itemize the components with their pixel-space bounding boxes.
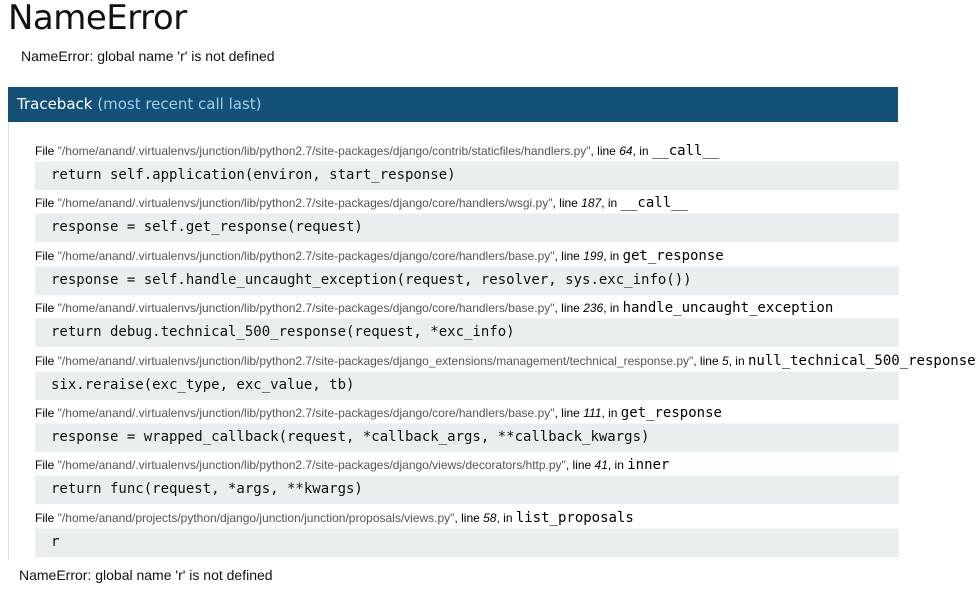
frame-function-name: __call__ <box>620 195 688 211</box>
file-prefix: File <box>35 249 58 263</box>
frame-file-path: "/home/anand/projects/python/django/junc… <box>57 511 455 525</box>
traceback-heading-sub: (most recent call last) <box>97 95 262 113</box>
frame-code-line[interactable]: return func(request, *args, **kwargs) <box>35 475 899 504</box>
in-prefix: , in <box>601 406 621 420</box>
frame-file-path: "/home/anand/.virtualenvs/junction/lib/p… <box>57 196 553 210</box>
frame-line-number: 199 <box>583 249 604 263</box>
frame-location: File "/home/anand/.virtualenvs/junction/… <box>35 195 899 212</box>
frame-code-line[interactable]: response = self.get_response(request) <box>35 213 899 242</box>
frame-code-line[interactable]: r <box>35 528 899 557</box>
in-prefix: , in <box>632 144 652 158</box>
in-prefix: , in <box>603 301 623 315</box>
in-prefix: , in <box>607 458 628 472</box>
frame-line-number: 64 <box>619 144 633 158</box>
error-summary: NameError: global name 'r' is not define… <box>21 48 275 64</box>
in-prefix: , in <box>603 249 623 263</box>
traceback-frame[interactable]: File "/home/anand/.virtualenvs/junction/… <box>35 195 899 242</box>
frame-code-line[interactable]: response = self.handle_uncaught_exceptio… <box>35 266 899 295</box>
error-footer: NameError: global name 'r' is not define… <box>19 567 273 583</box>
frame-line-number: 58 <box>483 511 497 525</box>
frame-code-line[interactable]: return debug.technical_500_response(requ… <box>35 318 899 347</box>
frame-function-name: list_proposals <box>515 510 634 526</box>
frame-file-path: "/home/anand/.virtualenvs/junction/lib/p… <box>57 458 566 472</box>
frame-function-name: inner <box>627 457 670 473</box>
traceback-header[interactable]: Traceback (most recent call last) <box>8 87 898 122</box>
frame-file-path: "/home/anand/.virtualenvs/junction/lib/p… <box>57 301 555 315</box>
frame-file-path: "/home/anand/.virtualenvs/junction/lib/p… <box>57 354 694 368</box>
file-prefix: File <box>35 144 58 158</box>
frame-file-path: "/home/anand/.virtualenvs/junction/lib/p… <box>57 406 555 420</box>
in-prefix: , in <box>601 196 621 210</box>
line-prefix: , line <box>590 144 620 158</box>
traceback-frame[interactable]: File "/home/anand/.virtualenvs/junction/… <box>35 405 899 452</box>
frame-code-line[interactable]: return self.application(environ, start_r… <box>35 161 899 190</box>
line-prefix: , line <box>554 249 584 263</box>
line-prefix: , line <box>454 511 484 525</box>
frame-code-line[interactable]: response = wrapped_callback(request, *ca… <box>35 423 899 452</box>
frame-file-path: "/home/anand/.virtualenvs/junction/lib/p… <box>57 249 555 263</box>
frame-location: File "/home/anand/projects/python/django… <box>35 510 899 527</box>
traceback-frame[interactable]: File "/home/anand/.virtualenvs/junction/… <box>35 353 976 400</box>
frame-location: File "/home/anand/.virtualenvs/junction/… <box>35 353 976 370</box>
frame-line-number: 111 <box>583 406 602 420</box>
traceback-frames: File "/home/anand/.virtualenvs/junction/… <box>8 122 976 560</box>
file-prefix: File <box>35 301 58 315</box>
traceback-frame[interactable]: File "/home/anand/.virtualenvs/junction/… <box>35 248 899 295</box>
line-prefix: , line <box>565 458 595 472</box>
line-prefix: , line <box>554 301 584 315</box>
file-prefix: File <box>35 406 58 420</box>
frame-line-number: 41 <box>594 458 608 472</box>
traceback-frame[interactable]: File "/home/anand/.virtualenvs/junction/… <box>35 457 899 504</box>
frame-function-name: handle_uncaught_exception <box>622 300 834 316</box>
file-prefix: File <box>35 511 58 525</box>
frame-line-number: 187 <box>581 196 602 210</box>
frame-file-path: "/home/anand/.virtualenvs/junction/lib/p… <box>57 144 591 158</box>
traceback-frame[interactable]: File "/home/anand/.virtualenvs/junction/… <box>35 143 899 190</box>
frame-function-name: get_response <box>622 248 724 264</box>
traceback-frame[interactable]: File "/home/anand/.virtualenvs/junction/… <box>35 300 899 347</box>
traceback-heading: Traceback <box>17 95 93 113</box>
line-prefix: , line <box>693 354 722 368</box>
frame-function-name: null_technical_500_response <box>747 353 976 369</box>
in-prefix: , in <box>496 511 516 525</box>
frame-function-name: __call__ <box>651 143 720 159</box>
page-title: NameError <box>8 0 187 38</box>
frame-code-line[interactable]: six.reraise(exc_type, exc_value, tb) <box>35 371 899 400</box>
frame-function-name: get_response <box>620 405 722 421</box>
frame-location: File "/home/anand/.virtualenvs/junction/… <box>35 405 899 422</box>
line-prefix: , line <box>554 406 584 420</box>
frame-location: File "/home/anand/.virtualenvs/junction/… <box>35 143 899 160</box>
frame-location: File "/home/anand/.virtualenvs/junction/… <box>35 248 899 265</box>
file-prefix: File <box>35 196 58 210</box>
line-prefix: , line <box>552 196 582 210</box>
frame-location: File "/home/anand/.virtualenvs/junction/… <box>35 457 899 474</box>
file-prefix: File <box>35 354 58 368</box>
in-prefix: , in <box>728 354 748 368</box>
file-prefix: File <box>35 458 58 472</box>
traceback-frame[interactable]: File "/home/anand/projects/python/django… <box>35 510 899 557</box>
frame-location: File "/home/anand/.virtualenvs/junction/… <box>35 300 899 317</box>
frame-line-number: 236 <box>583 301 604 315</box>
frame-line-number: 5 <box>721 354 729 368</box>
